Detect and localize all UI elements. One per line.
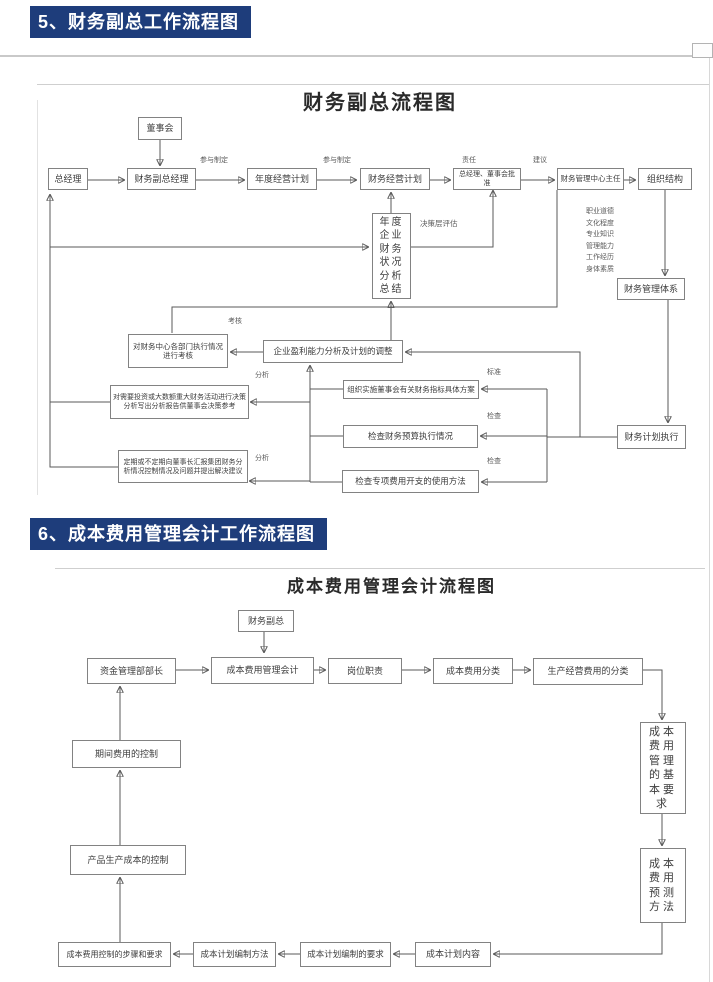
edge-label-participate-2: 参与制定 <box>323 157 351 164</box>
chart2-title: 成本费用管理会计流程图 <box>287 577 496 596</box>
canvas-edge-left <box>37 100 38 495</box>
edge-label-check-2: 检查 <box>487 458 501 465</box>
qualification-item: 文化程度 <box>586 219 614 227</box>
node-cost-classification: 成本费用分类 <box>433 658 513 684</box>
node-production-expense-classification: 生产经营费用的分类 <box>533 658 643 685</box>
qualification-item: 工作经历 <box>586 254 614 261</box>
node-finance-system: 财务管理体系 <box>617 278 685 300</box>
edge-label-suggest: 建议 <box>533 157 547 164</box>
qualification-item: 专业知识 <box>586 231 614 238</box>
node-assess-departments: 对财务中心各部门执行情况进行考核 <box>128 334 228 368</box>
node-basic-requirements: 成本费用管理的基本要求 <box>640 722 686 814</box>
edge-label-standard: 标准 <box>487 369 501 376</box>
edge-label-evaluate: 决策层评估 <box>420 219 458 228</box>
edge-label-analyze-2: 分析 <box>255 455 269 462</box>
edge-label-duty: 责任 <box>462 157 476 164</box>
node-job-duties: 岗位职责 <box>328 658 402 684</box>
node-cost-accountant: 成本费用管理会计 <box>211 657 314 684</box>
node-vp-finance-2: 财务副总 <box>238 610 294 632</box>
qualification-item: 管理能力 <box>586 242 614 250</box>
page-divider-top <box>0 55 713 57</box>
chart1-top-rule <box>37 84 709 85</box>
chart1-title: 财务副总流程图 <box>303 92 457 114</box>
edge-label-analyze-1: 分析 <box>255 372 269 379</box>
section-heading-6: 6、成本费用管理会计工作流程图 <box>30 518 328 550</box>
node-report-chairman: 定期或不定期向董事长汇报集团财务分析情况控制情况及问题并提出解决建议 <box>118 450 248 483</box>
node-center-director: 财务管理中心主任 <box>557 168 624 190</box>
edge-label-check-1: 检查 <box>487 413 501 420</box>
node-plan-requirements: 成本计划编制的要求 <box>300 942 391 967</box>
node-period-expense-control: 期间费用的控制 <box>72 740 181 768</box>
section-heading-5: 5、财务副总工作流程图 <box>30 6 252 38</box>
edge-label-assess: 考核 <box>228 318 242 325</box>
page-edge-right <box>709 55 710 982</box>
node-profit-analysis: 企业盈利能力分析及计划的调整 <box>263 340 403 363</box>
node-check-budget: 检查财务预算执行情况 <box>343 425 478 448</box>
node-vp-finance: 财务副总经理 <box>127 168 196 190</box>
node-plan-execution: 财务计划执行 <box>617 425 686 449</box>
node-forecast-methods: 成本费用预测方法 <box>640 848 686 923</box>
node-org-structure: 组织结构 <box>638 168 692 190</box>
qualification-item: 职业道德 <box>586 208 614 215</box>
node-standards-implementation: 组织实施董事会有关财务指标具体方案 <box>343 380 479 399</box>
node-plan-content: 成本计划内容 <box>415 942 491 967</box>
node-control-steps: 成本费用控制的步骤和要求 <box>58 942 171 967</box>
node-finance-plan: 财务经营计划 <box>360 168 430 190</box>
qualification-item: 身体素质 <box>586 265 614 273</box>
node-board: 董事会 <box>138 117 182 140</box>
node-annual-summary: 年度企业财务状况分析总结 <box>372 213 411 299</box>
node-annual-plan: 年度经营计划 <box>247 168 317 190</box>
qualification-list: 职业道德 文化程度 专业知识 管理能力 工作经历 身体素质 <box>586 206 614 275</box>
node-approval: 总经理、董事会批准 <box>453 168 521 190</box>
node-investment-analysis: 对需要投资或大数额重大财务活动进行决策分析写出分析报告供董事会决策参考 <box>110 385 249 419</box>
edge-label-participate-1: 参与制定 <box>200 157 228 164</box>
node-product-cost-control: 产品生产成本的控制 <box>70 845 186 875</box>
node-plan-methods: 成本计划编制方法 <box>193 942 276 967</box>
chart2-top-rule <box>55 568 705 569</box>
node-general-manager: 总经理 <box>48 168 88 190</box>
node-fund-dept-head: 资金管理部部长 <box>87 658 176 684</box>
node-check-special-expense: 检查专项费用开支的使用方法 <box>342 470 479 493</box>
